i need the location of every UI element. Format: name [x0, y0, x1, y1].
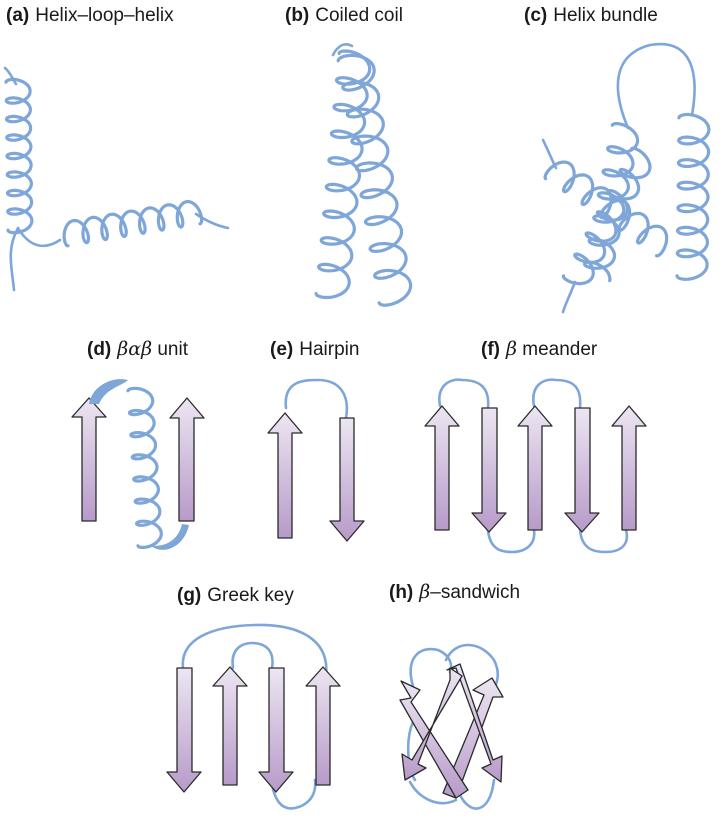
greek-key-diagram	[166, 623, 341, 810]
vertical-helix	[4, 77, 34, 235]
beta-strand-up-left	[71, 397, 107, 522]
meander-strand-5-up	[611, 405, 647, 531]
beta-meander-diagram	[424, 378, 647, 554]
helix-coil	[336, 53, 413, 307]
helix-coil	[4, 77, 34, 235]
sandwich-strand-front-2	[401, 667, 463, 781]
meander-strand-2-down	[471, 407, 507, 533]
helix-coil	[675, 112, 711, 281]
sandwich-strand-back-1	[442, 677, 504, 799]
helix-coil	[126, 386, 163, 550]
panel-b-caption: (b)Coiled coil	[285, 5, 403, 26]
beta-alpha-beta-diagram	[71, 379, 205, 550]
greek-key-strand-4-up	[305, 666, 341, 786]
panel-h-caption: (h)β–sandwich	[389, 581, 520, 603]
panel-a-caption: (a)Helix–loop–helix	[6, 5, 174, 26]
panel-e-caption: (e)Hairpin	[270, 339, 359, 360]
coil-strand-2	[336, 53, 413, 307]
helix-coil	[561, 146, 652, 286]
panel-f-caption: (f)β meander	[481, 338, 598, 360]
greek-key-strand-3-down	[258, 667, 294, 793]
meander-strand-1-up	[424, 405, 460, 531]
coiled-coil-diagram	[314, 43, 413, 307]
bundle-helix-2	[675, 112, 711, 281]
helix-loop-helix-diagram	[3, 66, 230, 292]
panel-c-caption: (c)Helix bundle	[524, 5, 658, 26]
sandwich-strand-front-1	[446, 663, 503, 783]
hairpin-strand-down	[329, 417, 365, 542]
beta-sandwich-diagram	[399, 643, 504, 810]
bundle-helix-4	[561, 146, 652, 286]
hairpin-strand-up	[267, 412, 303, 539]
coil-strand-1	[314, 49, 372, 300]
helix-coil	[62, 200, 204, 248]
meander-strand-4-down	[564, 407, 600, 533]
helix-coil	[314, 49, 372, 300]
panel-g-caption: (g)Greek key	[177, 585, 294, 606]
greek-key-strand-1-down	[166, 667, 202, 793]
horizontal-helix	[62, 200, 204, 248]
beta-strand-up-right	[169, 397, 205, 522]
helix-bundle-diagram	[541, 42, 711, 314]
panel-d-caption: (d)βαβ unit	[87, 338, 189, 360]
alpha-helix	[126, 386, 163, 550]
meander-strand-3-up	[517, 405, 553, 531]
greek-key-strand-2-up	[212, 666, 248, 786]
sandwich-strand-back-2	[399, 680, 469, 799]
hairpin-diagram	[267, 378, 365, 542]
